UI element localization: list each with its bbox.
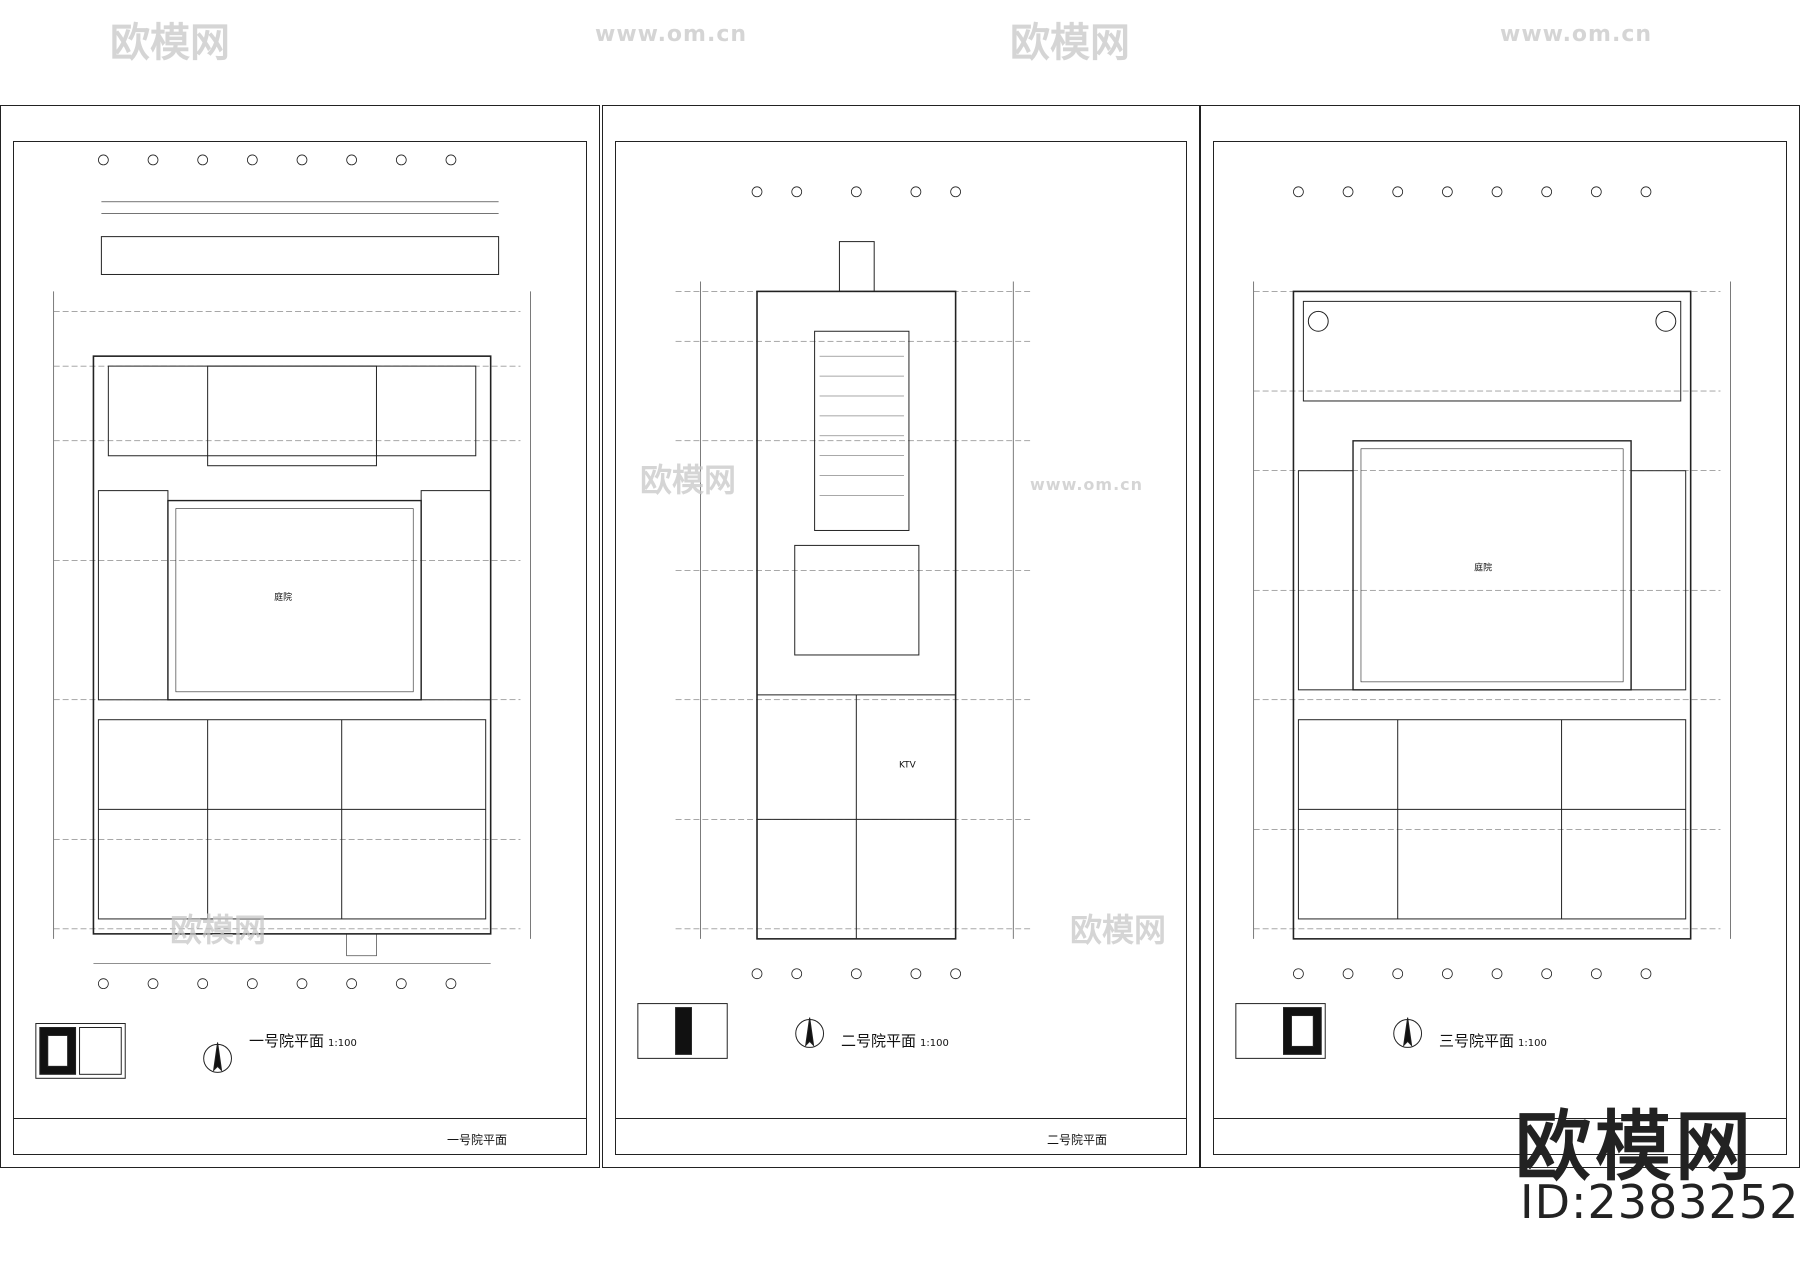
sheet-name: 二号院平面 [1046,1133,1107,1147]
drawing-title-text: 一号院平面 [249,1032,325,1050]
drawing-title-text: 三号院平面 [1439,1032,1515,1050]
brand-logo-text: 欧模网 [1515,1102,1755,1191]
drawing-title-text: 二号院平面 [841,1032,917,1050]
room-label: 庭院 [1474,561,1492,573]
watermark-url: www.om.cn [1500,22,1653,47]
scale-text: 1:100 [920,1038,949,1049]
floor-plan-drawing: KTV [637,186,1034,1059]
title-block: 二号院平面 [615,1118,1187,1155]
title-block: 一号院平面 [13,1118,587,1155]
floor-plan-drawing: 庭院 [1235,186,1731,1059]
watermark-logo: 欧模网 [110,20,230,66]
floor-plan-drawing: 庭院 [35,154,531,1079]
watermark-url: www.om.cn [595,22,748,47]
room-label: KTV [899,761,917,771]
scale-text: 1:100 [328,1038,357,1049]
scale-text: 1:100 [1518,1038,1547,1049]
watermark-logo: 欧模网 [1010,20,1130,66]
sheet-name: 一号院平面 [446,1133,507,1147]
resource-id: ID:2383252 [1520,1175,1800,1229]
title-block [1213,1118,1787,1155]
room-label: 庭院 [274,591,292,603]
